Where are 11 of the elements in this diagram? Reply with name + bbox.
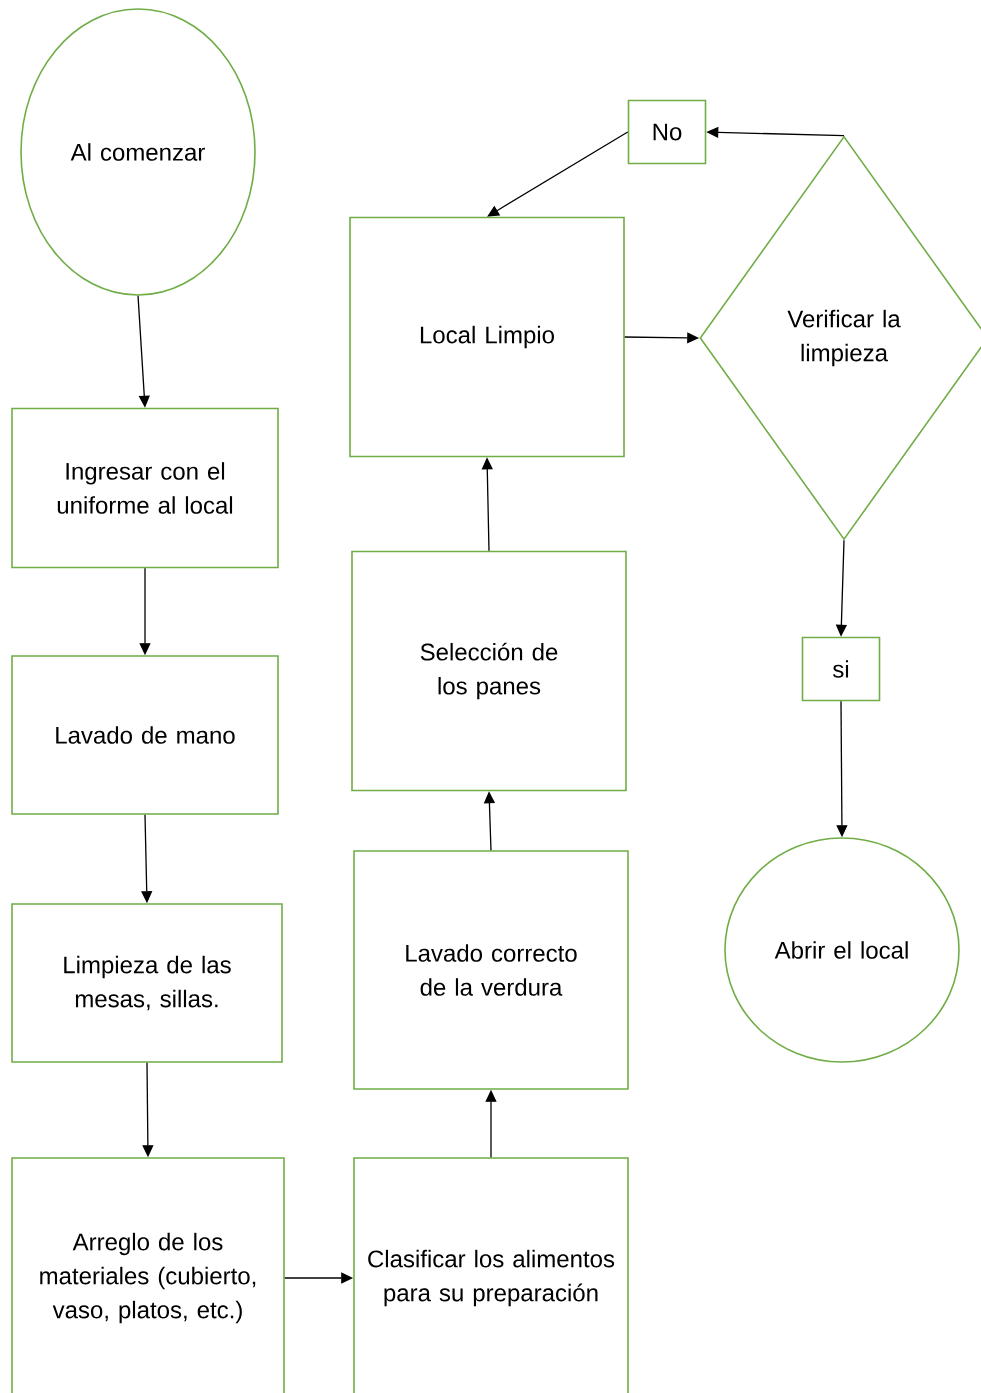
process-box: Ingresar con el uniforme al local xyxy=(11,407,279,569)
process-box: Lavado de mano xyxy=(11,655,279,815)
process-box: Selección de los panes xyxy=(351,550,627,792)
answer-box: si xyxy=(801,636,881,702)
arrow xyxy=(487,131,629,217)
answer-box: No xyxy=(627,99,707,165)
process-box: Arreglo de los materiales (cubierto, vaso, platos, etc.) xyxy=(11,1157,285,1393)
process-box: Clasificar los alimentos para su preparación xyxy=(353,1157,629,1393)
process-box: Limpieza de las mesas, sillas. xyxy=(11,903,283,1063)
process-box: Lavado correcto de la verdura xyxy=(353,850,629,1090)
process-box: Local Limpio xyxy=(349,216,625,458)
